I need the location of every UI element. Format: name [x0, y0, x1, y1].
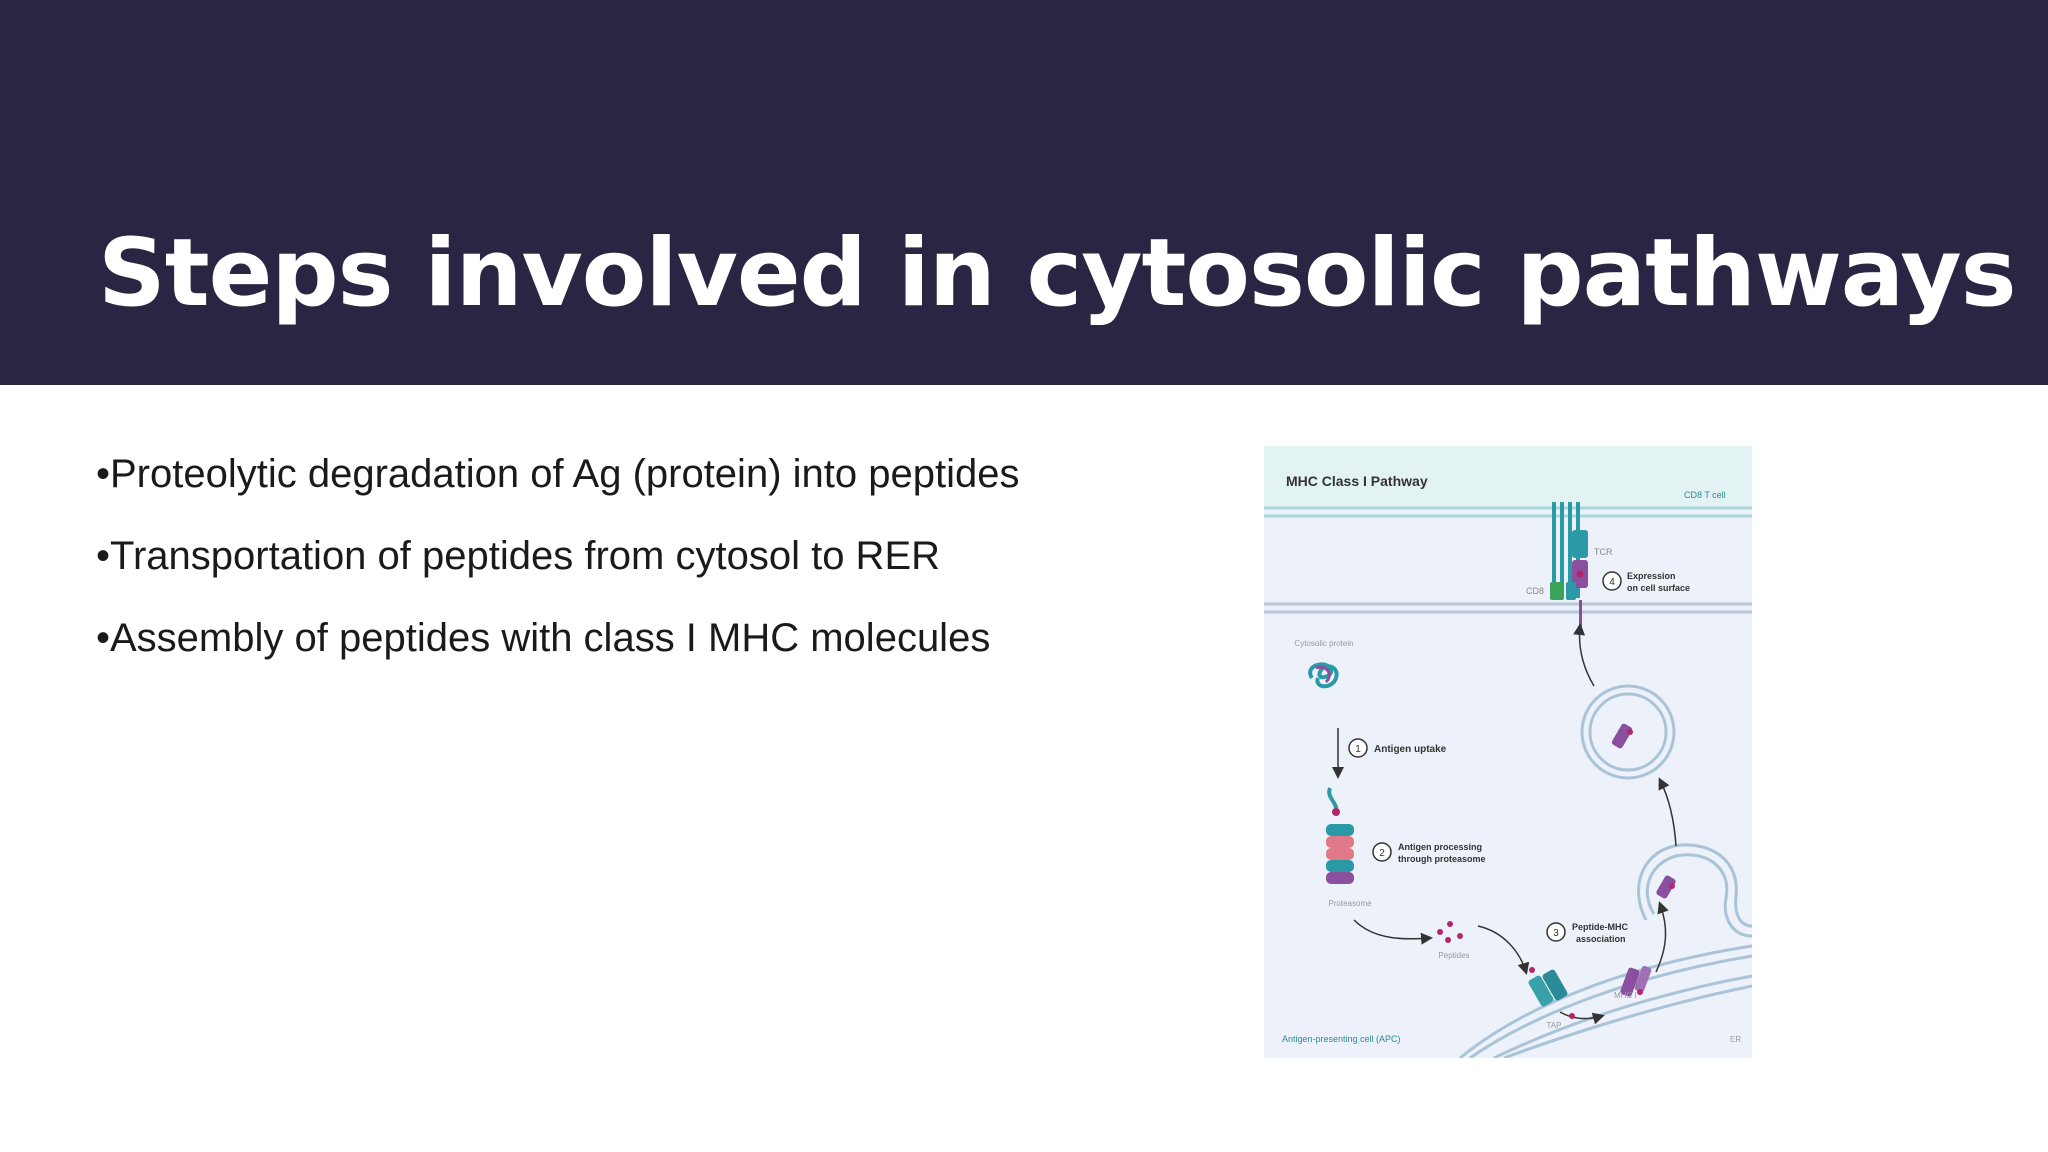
tcr-receptor	[1550, 502, 1588, 628]
step-1-number: 1	[1355, 744, 1361, 755]
bullet-list: •Proteolytic degradation of Ag (protein)…	[96, 444, 1056, 690]
peptides-label: Peptides	[1438, 951, 1469, 960]
golgi-vesicle	[1637, 843, 1752, 938]
mhc-label: MHC I	[1614, 991, 1637, 1000]
er-label: ER	[1730, 1035, 1741, 1044]
step-2-marker	[1372, 842, 1392, 862]
step-4-marker	[1602, 571, 1622, 591]
cytosolic-protein-label: Cytosolic protein	[1294, 639, 1353, 648]
apc-label: Antigen-presenting cell (APC)	[1282, 1034, 1401, 1044]
step-2-label: Antigen processing	[1398, 842, 1482, 852]
peptide-dot	[1569, 1013, 1575, 1019]
mhc-i-molecule-icon	[1620, 965, 1652, 997]
title-banner: Steps involved in cytosolic pathways	[0, 0, 2048, 385]
step-1-marker	[1348, 738, 1368, 758]
arrow-icon	[1353, 919, 1433, 945]
mhc-i-molecule-icon	[1656, 875, 1676, 899]
step-2-number: 2	[1379, 848, 1385, 859]
proteasome-icon	[1326, 787, 1354, 884]
proteasome-label: Proteasome	[1328, 899, 1372, 908]
peptide-dot	[1529, 967, 1535, 973]
step-3-label: association	[1576, 934, 1626, 944]
step-3-number: 3	[1553, 928, 1559, 939]
t-cell-label: CD8 T cell	[1684, 490, 1726, 500]
step-4-number: 4	[1609, 577, 1615, 588]
arrow-icon	[1559, 1011, 1605, 1025]
peptides-icon	[1437, 921, 1463, 943]
step-3-label: Peptide-MHC	[1572, 922, 1629, 932]
arrow-icon	[1658, 777, 1677, 847]
step-4-label: on cell surface	[1627, 583, 1690, 593]
arrow-icon	[1655, 901, 1669, 973]
tap-label: TAP	[1547, 1021, 1562, 1030]
figure-background	[1264, 446, 1752, 1058]
tcr-label: TCR	[1594, 547, 1613, 557]
bullet-item: •Assembly of peptides with class I MHC m…	[96, 616, 991, 660]
cytosolic-protein-icon	[1308, 662, 1339, 689]
tap-transporter-icon	[1528, 969, 1568, 1007]
arrow-icon	[1477, 925, 1530, 975]
cd8-label: CD8	[1526, 586, 1544, 596]
step-1-label: Antigen uptake	[1374, 744, 1447, 755]
er-membrane	[1459, 944, 1752, 1058]
step-3-marker	[1546, 922, 1566, 942]
bullet-item: •Transportation of peptides from cytosol…	[96, 534, 941, 578]
step-4-label: Expression	[1627, 571, 1676, 581]
figure-title: MHC Class I Pathway	[1286, 473, 1428, 489]
t-cell-region	[1264, 446, 1752, 508]
mhc-pathway-diagram: MHC Class I Pathway CD8 T cell TCR CD8 4…	[1264, 446, 1752, 1058]
slide-title: Steps involved in cytosolic pathways	[98, 219, 2017, 328]
mhc-pathway-figure: MHC Class I Pathway CD8 T cell TCR CD8 4…	[1264, 446, 1752, 1058]
arrow-icon	[1573, 623, 1595, 687]
bullet-item: •Proteolytic degradation of Ag (protein)…	[96, 452, 1020, 496]
step-2-label: through proteasome	[1398, 854, 1486, 864]
transport-vesicle	[1580, 684, 1676, 780]
